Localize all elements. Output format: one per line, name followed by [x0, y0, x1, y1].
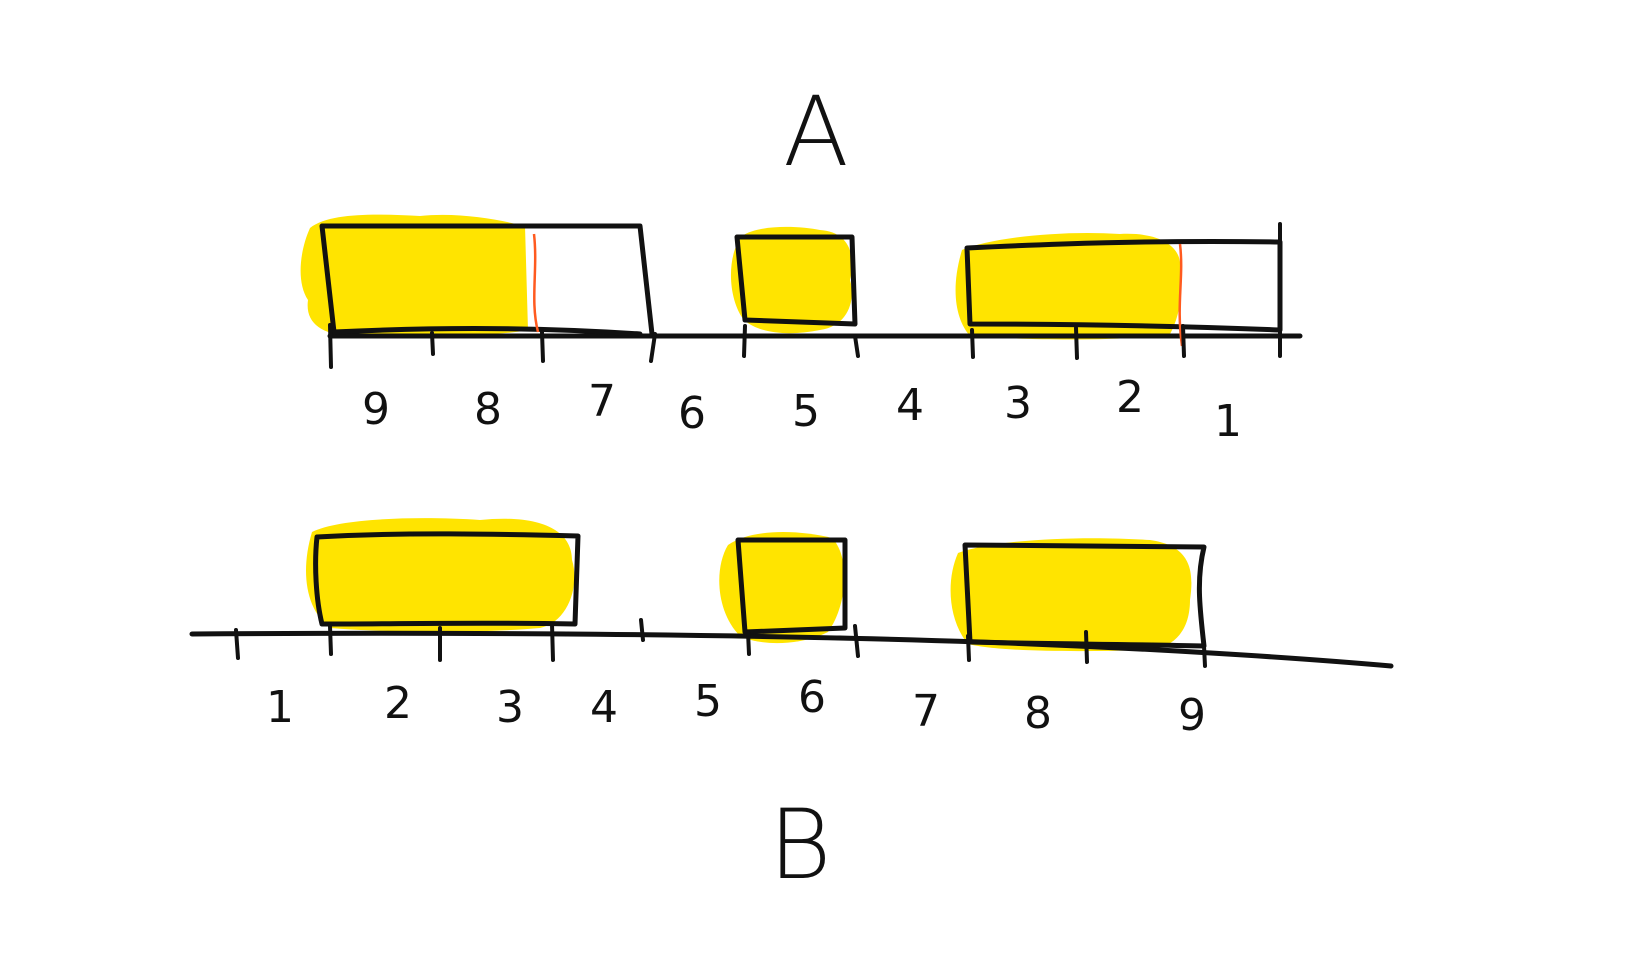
- diagram-b-label: 8: [1024, 688, 1052, 739]
- diagram-b-label: 5: [694, 676, 722, 727]
- tick-a-9: [1181, 324, 1186, 358]
- tick-a-1: [328, 323, 333, 369]
- tick-b-2: [328, 624, 333, 656]
- tick-b-8: [966, 634, 971, 662]
- tick-a-2: [430, 331, 435, 356]
- diagram-a-marker-2: [1178, 243, 1184, 347]
- diagram-a-marker-1: [532, 233, 540, 333]
- diagram-a-ticks: [328, 222, 1282, 369]
- diagram-b-highlight-1: [306, 518, 575, 632]
- diagram-a-labels: 9 8 7 6 5 4 3 2 1: [362, 372, 1242, 447]
- diagram-b-axis: [189, 630, 1394, 669]
- tick-a-4: [649, 332, 657, 363]
- diagram-b-labels: 1 2 3 4 5 6 7 8 9: [266, 672, 1206, 741]
- diagram-b-label: 2: [384, 678, 412, 729]
- diagram-a-label: 8: [474, 384, 502, 435]
- diagram-a-highlight-1: [300, 214, 528, 336]
- tick-a-5: [742, 324, 747, 358]
- diagram-b-box-3: [962, 542, 1207, 649]
- tick-b-4: [550, 622, 555, 662]
- diagram-b-ticks: [234, 618, 1207, 668]
- diagram-a-label: 3: [1004, 378, 1032, 429]
- tick-a-3: [540, 330, 545, 363]
- tick-b-6: [746, 630, 751, 656]
- diagram-b-label: 3: [496, 682, 524, 733]
- diagram-b: 1 2 3 4 5 6 7 8 9 B: [189, 518, 1394, 901]
- tick-b-5: [639, 618, 645, 642]
- tick-b-9: [1084, 630, 1089, 664]
- tick-a-8: [1074, 326, 1079, 360]
- diagram-b-title: B: [769, 789, 832, 901]
- tick-b-10: [1202, 644, 1207, 668]
- tick-a-7: [970, 328, 975, 359]
- diagram-b-highlight-2: [719, 532, 845, 644]
- diagram-b-label: 9: [1178, 690, 1206, 741]
- diagram-a-box-1: [319, 223, 655, 337]
- diagram-b-box-1: [313, 531, 581, 627]
- diagram-b-label: 7: [912, 686, 940, 737]
- diagram-a-label: 2: [1116, 372, 1144, 423]
- diagram-a-label: 1: [1214, 396, 1242, 447]
- diagram-a-title: A: [783, 76, 849, 188]
- diagram-a-label: 9: [362, 384, 390, 435]
- diagram-a-label: 4: [896, 380, 924, 431]
- tick-a-6: [853, 334, 860, 358]
- diagram-b-box-2: [735, 537, 848, 635]
- diagram-a-label: 5: [792, 386, 820, 437]
- diagram-a: A 9 8 7 6: [300, 76, 1303, 447]
- diagram-b-highlight-3: [950, 538, 1192, 652]
- diagram-a-axis: [327, 332, 1303, 339]
- diagram-a-label: 6: [678, 388, 706, 439]
- diagram-b-label: 6: [798, 672, 826, 723]
- tick-b-7: [853, 624, 860, 658]
- diagram-a-label: 7: [588, 376, 616, 427]
- tick-b-1: [234, 628, 240, 660]
- diagram-a-highlight-3: [955, 232, 1182, 340]
- diagram-b-label: 1: [266, 682, 294, 733]
- diagram-b-label: 4: [590, 682, 618, 733]
- diagram-a-box-2: [734, 234, 858, 327]
- diagram-a-highlight-2: [730, 226, 853, 334]
